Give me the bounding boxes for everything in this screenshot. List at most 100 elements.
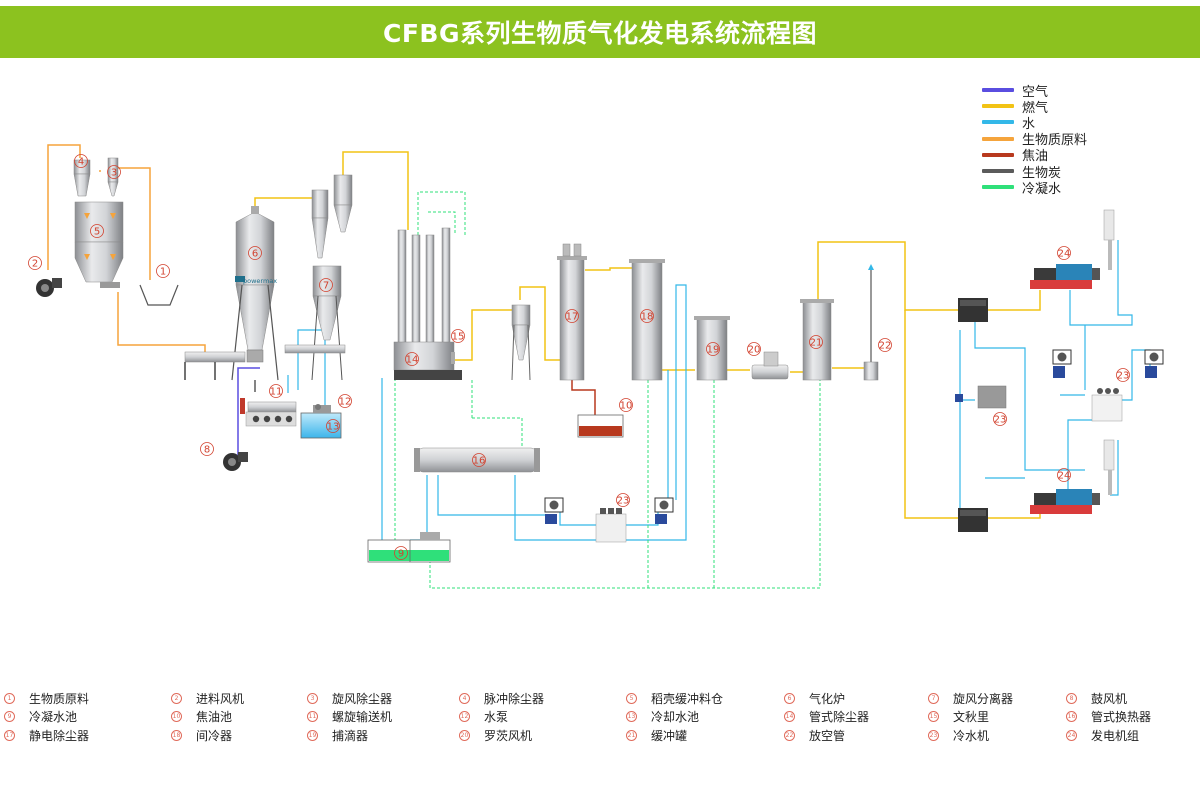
electrostatic-precipitator bbox=[557, 243, 587, 381]
cyclone-dust-collector bbox=[511, 304, 531, 381]
key-number: 5 bbox=[626, 692, 637, 704]
node-label: 4 bbox=[78, 157, 84, 168]
key-name: 鼓风机 bbox=[1091, 691, 1128, 706]
key-number: 8 bbox=[1066, 692, 1077, 704]
page-title: CFBG系列生物质气化发电系统流程图 bbox=[382, 19, 817, 48]
key-item: 17 静电除尘器 bbox=[4, 726, 89, 744]
legend-item: 燃气 bbox=[982, 98, 1087, 116]
chiller-left bbox=[955, 385, 1007, 409]
cyclone-dust-collector-small bbox=[73, 157, 119, 197]
key-number: 11 bbox=[307, 710, 318, 722]
node-label-circle bbox=[1057, 468, 1071, 482]
key-name: 水泵 bbox=[484, 709, 509, 724]
key-number: 7 bbox=[928, 692, 939, 704]
key-name: 放空管 bbox=[809, 728, 846, 743]
legend-swatch bbox=[982, 104, 1014, 109]
tube-dust-collector bbox=[393, 227, 462, 380]
key-number: 20 bbox=[459, 729, 470, 741]
node-label: 23 bbox=[617, 496, 630, 507]
water-pump-right-b bbox=[1144, 349, 1164, 378]
key-number: 12 bbox=[459, 710, 470, 722]
blower bbox=[223, 452, 248, 471]
key-item: 12 水泵 bbox=[459, 707, 508, 725]
water-pump-center-right bbox=[654, 497, 674, 524]
key-number: 19 bbox=[307, 729, 318, 741]
legend-item: 水 bbox=[982, 114, 1087, 132]
key-name: 静电除尘器 bbox=[29, 728, 90, 743]
key-number: 9 bbox=[4, 710, 15, 722]
node-label: 20 bbox=[748, 345, 761, 356]
node-label: 24 bbox=[1058, 249, 1071, 260]
gasifier bbox=[184, 206, 279, 381]
node-label-circle bbox=[90, 224, 104, 238]
node-label-circle bbox=[405, 352, 419, 366]
node-label: 17 bbox=[566, 312, 579, 323]
key-name: 冷水机 bbox=[953, 728, 990, 743]
node-label: 16 bbox=[473, 456, 486, 467]
key-name: 冷却水池 bbox=[651, 709, 700, 724]
legend-swatch bbox=[982, 88, 1014, 93]
node-label-circle bbox=[809, 335, 823, 349]
buffer-tank bbox=[800, 299, 834, 381]
node-label-circle bbox=[156, 264, 170, 278]
key-name: 气化炉 bbox=[809, 691, 846, 706]
legend-label: 水 bbox=[1022, 116, 1036, 132]
feed-fan bbox=[36, 278, 62, 297]
key-number: 14 bbox=[784, 710, 795, 722]
node-label-circle bbox=[1116, 368, 1130, 382]
node-label-circle bbox=[107, 165, 121, 179]
node-label-circle bbox=[619, 398, 633, 412]
node-label-circle bbox=[338, 394, 352, 408]
legend-swatch bbox=[982, 136, 1014, 141]
vent-pipe bbox=[863, 264, 879, 381]
legend-label: 生物质原料 bbox=[1022, 133, 1088, 149]
condensate-pool bbox=[367, 532, 451, 563]
key-number: 15 bbox=[928, 710, 939, 722]
node-label-circle bbox=[74, 154, 88, 168]
key-number: 16 bbox=[1066, 710, 1077, 722]
gas-tank-bottom bbox=[958, 508, 988, 532]
node-label-circle bbox=[616, 493, 630, 507]
key-number: 17 bbox=[4, 729, 15, 741]
key-item: 8 鼓风机 bbox=[1066, 689, 1127, 707]
node-label: 24 bbox=[1058, 471, 1071, 482]
node-label: 9 bbox=[398, 549, 404, 560]
tube-heat-exchanger bbox=[414, 447, 540, 473]
node-label: 14 bbox=[406, 355, 419, 366]
key-name: 文秋里 bbox=[953, 709, 990, 724]
process-flow-diagram: powermax bbox=[28, 144, 1164, 589]
key-number: 10 bbox=[171, 710, 182, 722]
key-number: 18 bbox=[171, 729, 182, 741]
generator-set-top bbox=[1030, 209, 1115, 289]
key-number: 13 bbox=[626, 710, 637, 722]
legend-item: 焦油 bbox=[982, 147, 1087, 164]
water-pump-right-a bbox=[1052, 349, 1072, 378]
biomass-hopper bbox=[139, 284, 179, 306]
key-number: 23 bbox=[928, 729, 939, 741]
legend-label: 冷凝水 bbox=[1022, 181, 1062, 197]
node-label: 11 bbox=[270, 387, 283, 398]
droplet-catcher bbox=[694, 316, 730, 381]
gasifier-brand-logo: powermax bbox=[243, 277, 277, 285]
generator-set-bottom bbox=[1030, 439, 1115, 514]
key-name: 旋风除尘器 bbox=[332, 691, 393, 706]
node-label-circle bbox=[28, 256, 42, 270]
venturi bbox=[451, 352, 455, 364]
node-label: 21 bbox=[810, 338, 823, 349]
key-name: 焦油池 bbox=[196, 709, 233, 724]
